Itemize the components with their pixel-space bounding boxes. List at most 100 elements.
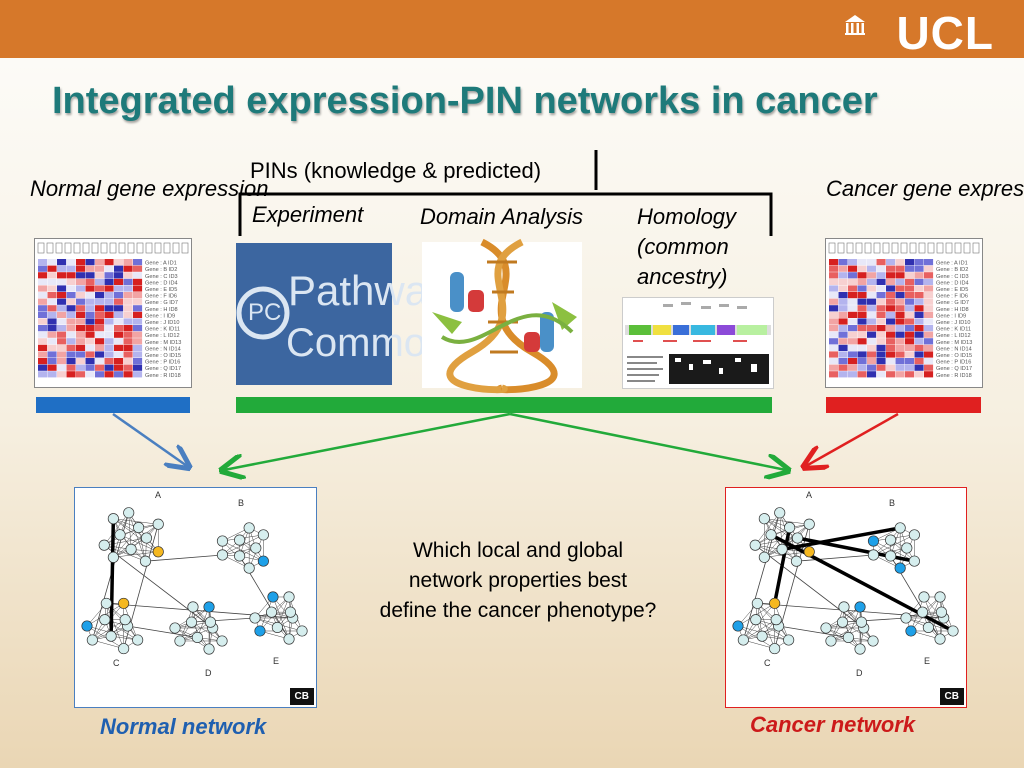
heatmap-cell <box>85 364 95 371</box>
heatmap-cell <box>867 292 877 299</box>
network-node <box>123 507 135 519</box>
network-bridge-edge <box>796 554 874 562</box>
heatmap-cell <box>133 318 143 325</box>
heatmap-cell <box>104 272 114 279</box>
network-node <box>296 625 308 637</box>
heatmap-cell <box>123 318 133 325</box>
heatmap-cell <box>857 325 867 332</box>
network-edge <box>138 527 146 562</box>
gene-label: Gene : M ID13 <box>145 340 181 346</box>
heatmap-cell <box>914 344 924 351</box>
heatmap-cell <box>95 305 105 312</box>
heatmap-cell <box>895 371 905 378</box>
heatmap-cell <box>76 292 86 299</box>
heatmap-header-tick <box>846 242 854 254</box>
heatmap-cell <box>76 338 86 345</box>
heatmap-cell <box>133 265 143 272</box>
heatmap-cell <box>829 364 839 371</box>
heatmap-cell <box>95 272 105 279</box>
heatmap-cell <box>895 292 905 299</box>
heatmap-cell <box>838 272 848 279</box>
heatmap-cell <box>857 351 867 358</box>
heatmap-cell <box>76 344 86 351</box>
heatmap-cell <box>114 371 124 378</box>
network-edge <box>113 518 159 552</box>
heatmap-header-tick <box>64 242 72 254</box>
heatmap-cell <box>114 325 124 332</box>
gene-label: Gene : F ID6 <box>145 294 177 300</box>
gene-label: Gene : J ID10 <box>145 320 180 326</box>
heatmap-cell <box>104 285 114 292</box>
heatmap-cell <box>905 325 915 332</box>
network-node <box>901 542 913 554</box>
heatmap-cell <box>104 318 114 325</box>
rewired-edge <box>109 518 116 637</box>
heatmap-cell <box>123 338 133 345</box>
network-node <box>791 532 804 544</box>
network-node <box>854 643 866 655</box>
heatmap-cell <box>867 325 877 332</box>
heatmap-cell <box>114 259 124 266</box>
heatmap-cell <box>857 285 867 292</box>
heatmap-cell <box>38 325 48 332</box>
heatmap-cell <box>47 259 57 266</box>
heatmap-cell <box>886 278 896 285</box>
network-edge <box>842 621 874 642</box>
heatmap-cell <box>829 305 839 312</box>
heatmap-cell <box>867 318 877 325</box>
heatmap-cell <box>886 292 896 299</box>
heatmap-cell <box>914 305 924 312</box>
heatmap-cell <box>838 351 848 358</box>
ucl-portico-icon <box>845 15 865 35</box>
network-node <box>922 621 934 634</box>
gene-label: Gene : C ID3 <box>145 274 178 280</box>
heatmap-cell <box>57 265 67 272</box>
network-bridge-edge <box>842 617 907 623</box>
network-node <box>100 597 112 609</box>
heatmap-cell <box>924 318 934 325</box>
heatmap-cell <box>95 344 105 351</box>
heatmap-header-tick <box>37 242 45 254</box>
heatmap-cell <box>838 331 848 338</box>
heatmap-cell <box>829 285 839 292</box>
heatmap-cell <box>66 371 76 378</box>
heatmap-cell <box>85 292 95 299</box>
heatmap-cell <box>867 278 877 285</box>
heatmap-cell <box>914 325 924 332</box>
heatmap-cell <box>66 364 76 371</box>
heatmap-header-tick <box>873 242 881 254</box>
gene-label: Gene : K ID11 <box>936 327 971 333</box>
heatmap-cell <box>66 292 76 299</box>
network-node <box>934 633 946 645</box>
heatmap-cell <box>895 265 905 272</box>
heatmap-cell <box>848 318 858 325</box>
network-node <box>790 555 803 567</box>
heatmap-cell <box>838 298 848 305</box>
heatmap-cell <box>905 338 915 345</box>
heatmap-cell <box>104 338 114 345</box>
heatmap-cell <box>905 371 915 378</box>
heatmap-header-tick <box>909 242 917 254</box>
heatmap-cell <box>38 305 48 312</box>
heatmap-cell <box>47 298 57 305</box>
arrow-cancer-expression <box>806 412 899 466</box>
heatmap-cell <box>848 292 858 299</box>
heatmap-cell <box>76 371 86 378</box>
heatmap-cell <box>57 318 67 325</box>
network-node <box>257 555 269 567</box>
gene-label: Gene : E ID5 <box>936 287 968 293</box>
network-node <box>770 614 782 626</box>
network-node <box>204 616 217 628</box>
heatmap-cell <box>133 351 143 358</box>
network-node <box>894 522 906 534</box>
heatmap-cell <box>76 285 86 292</box>
gene-label: Gene : R ID18 <box>145 373 181 379</box>
heatmap-cell <box>905 259 915 266</box>
network-node <box>758 513 770 525</box>
heatmap-cell <box>47 364 57 371</box>
heatmap-cell <box>838 292 848 299</box>
rewired-edge <box>772 527 792 604</box>
network-node <box>234 534 246 546</box>
heatmap-cell <box>857 292 867 299</box>
heatmap-cell <box>876 325 886 332</box>
